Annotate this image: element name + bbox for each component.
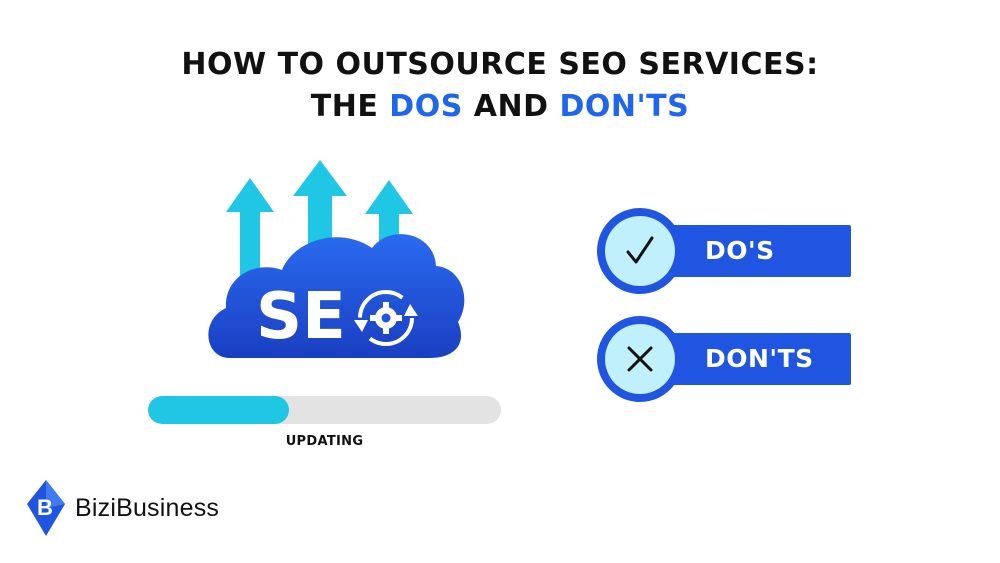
title-line-1: HOW TO OUTSOURCE SEO SERVICES: [181,47,819,82]
cloud-shape [208,234,465,358]
seo-cloud-graphic: SE [208,160,465,358]
dos-badge [597,208,683,294]
dos-option: DO'S [597,208,852,294]
progress-label: UPDATING [285,434,364,449]
svg-text:B: B [37,495,53,520]
gear-refresh-icon [354,290,418,346]
check-icon [626,236,654,264]
title-dos: DOS [389,89,463,124]
bizibusiness-logo-icon: B [27,480,65,536]
page-title: HOW TO OUTSOURCE SEO SERVICES: THE DOS A… [0,44,1000,128]
donts-label: DON'TS [705,344,814,373]
seo-cloud-illustration: SE [190,150,470,370]
brand-logo: B BiziBusiness [25,478,219,538]
progress-fill [148,396,290,424]
title-donts: DON'TS [559,89,690,124]
cross-icon [627,346,653,372]
title-line-2: THE DOS AND DON'TS [0,86,1000,128]
brand-name: BiziBusiness [75,493,220,522]
dos-label: DO'S [705,236,775,265]
donts-badge [597,316,683,402]
title-and: AND [462,89,560,124]
title-the: THE [310,89,390,124]
progress-bar [148,396,501,424]
donts-option: DON'TS [597,316,852,402]
cloud-text: SE [256,280,346,354]
